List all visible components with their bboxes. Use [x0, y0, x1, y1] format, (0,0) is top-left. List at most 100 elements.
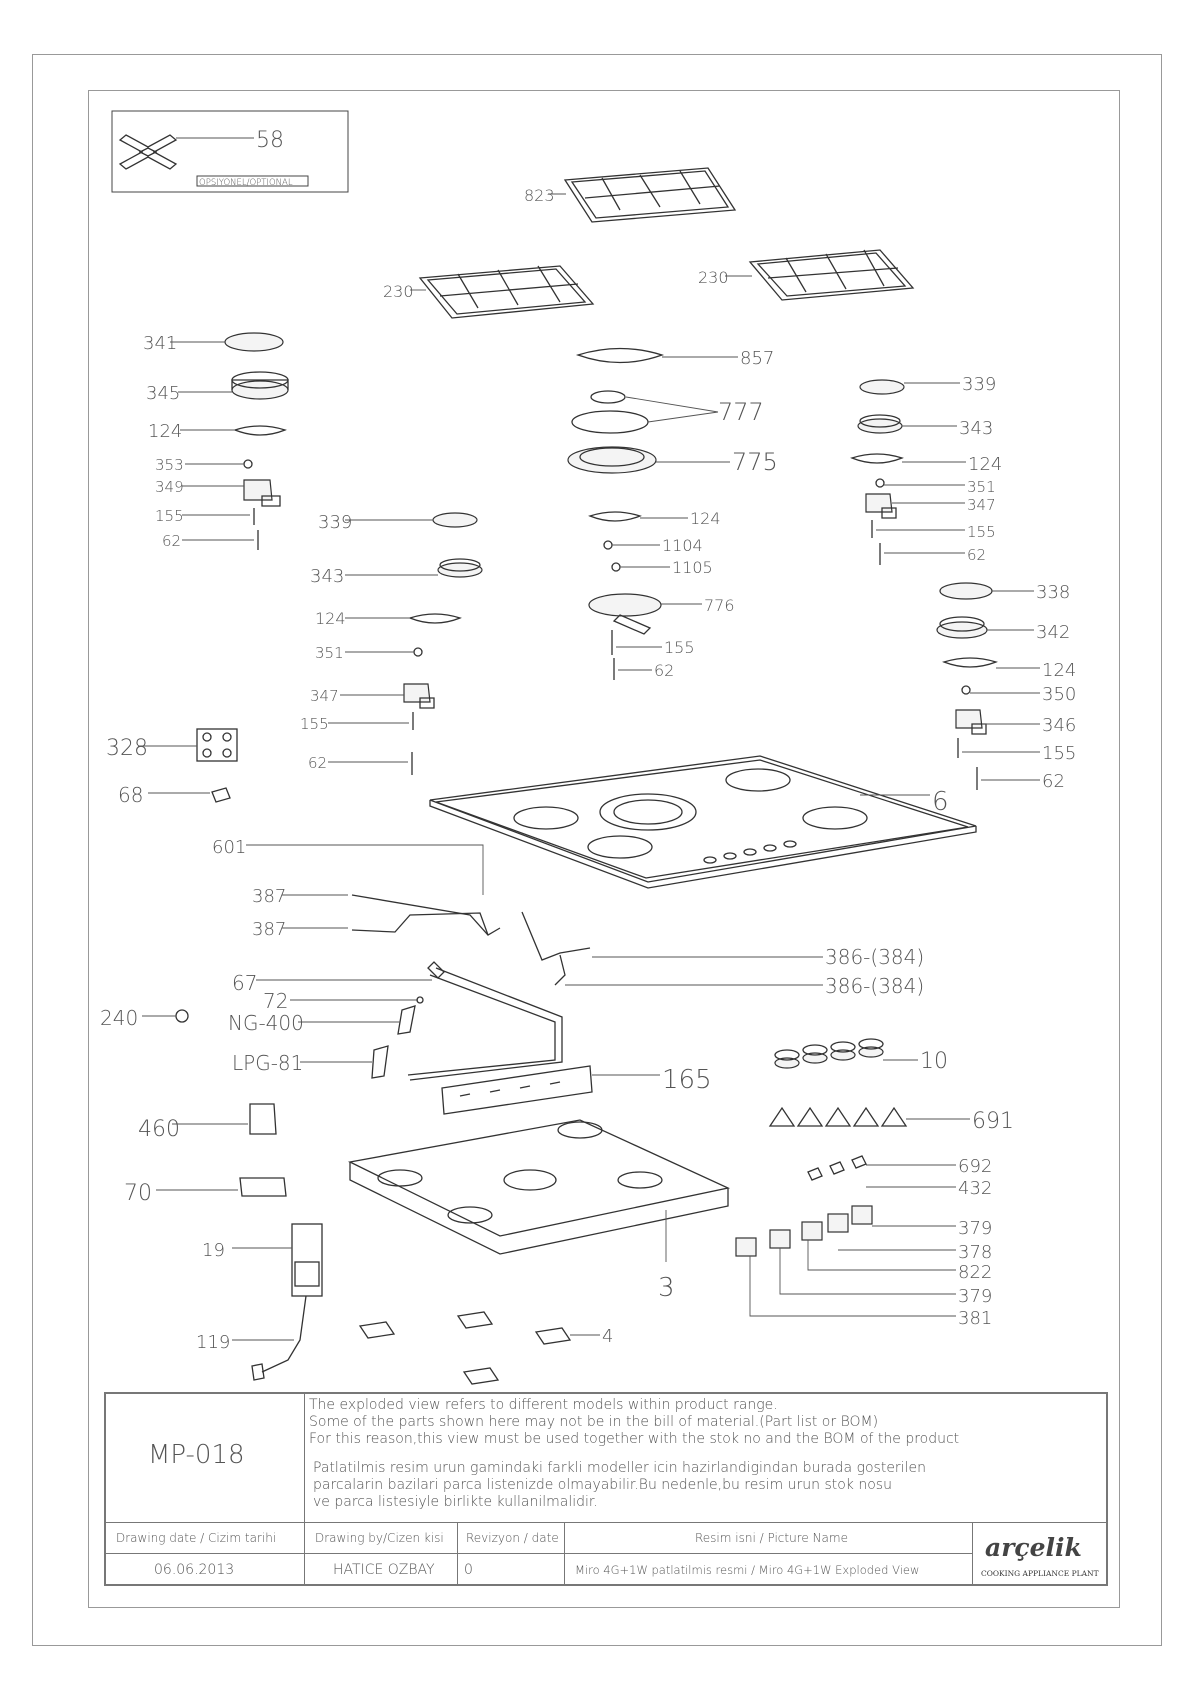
label-230-left: 230 — [383, 282, 414, 301]
label-777: 777 — [718, 398, 764, 426]
label-4: 4 — [602, 1326, 613, 1347]
note-en-1: The exploded view refers to different mo… — [309, 1397, 778, 1413]
optional-caption: OPSIYONEL/OPTIONAL — [199, 178, 293, 188]
label-343-a: 343 — [310, 566, 344, 587]
label-124-b: 124 — [690, 509, 721, 528]
part-68: 68 — [118, 783, 231, 807]
burner-stack-right-bottom: 338 342 124 350 346 155 62 — [936, 582, 1076, 792]
label-339-a: 339 — [318, 512, 352, 533]
code-cell: MP-018 — [105, 1393, 305, 1523]
label-328: 328 — [106, 736, 148, 761]
label-155-e: 155 — [1042, 743, 1076, 764]
drawing-code: MP-018 — [148, 1440, 245, 1470]
base-tray-3: 3 — [347, 1119, 731, 1303]
part-58-cross — [118, 134, 178, 170]
gas-pipes: 601 387 387 386-(384) 386-(384) — [212, 837, 924, 998]
label-10: 10 — [920, 1049, 948, 1074]
label-775: 775 — [732, 448, 778, 476]
burner-stack-right-top: 339 343 124 351 347 155 62 — [850, 374, 1002, 565]
cooktop-glass-6: 6 — [429, 755, 977, 889]
label-351-b: 351 — [967, 478, 996, 496]
name-header-cell: Resim isni / Picture Name — [564, 1522, 973, 1554]
label-NG-400: NG-400 — [228, 1011, 304, 1035]
label-LPG-81: LPG-81 — [232, 1051, 303, 1075]
label-386-a: 386-(384) — [825, 945, 924, 969]
note-tr-3: ve parca listesiyle birlikte kullanilmal… — [313, 1494, 598, 1510]
label-691: 691 — [972, 1109, 1014, 1134]
label-155-b: 155 — [664, 638, 695, 657]
brand-cell: arçelik COOKING APPLIANCE PLANT — [972, 1522, 1107, 1585]
burner-stack-center: 857 777 775 124 1104 1105 776 155 62 — [567, 347, 778, 680]
label-230-right: 230 — [698, 268, 729, 287]
rev-header-cell: Revizyon / date — [457, 1522, 565, 1554]
label-155-c: 155 — [300, 715, 329, 733]
by-value-cell: HATICE OZBAY — [304, 1553, 458, 1585]
label-347-a: 347 — [310, 687, 339, 705]
inner-frame — [88, 90, 1120, 1608]
label-6: 6 — [932, 787, 949, 817]
by-header: Drawing by/Cizen kisi — [315, 1531, 444, 1545]
label-124-c: 124 — [315, 609, 346, 628]
grate-230-left: 230 — [383, 265, 595, 319]
label-124-d: 124 — [968, 454, 1002, 475]
label-347-b: 347 — [967, 496, 996, 514]
date-value-cell: 06.06.2013 — [105, 1553, 305, 1585]
label-350: 350 — [1042, 684, 1076, 705]
note-en-2: Some of the parts shown here may not be … — [309, 1414, 879, 1430]
brackets-4: 4 — [358, 1311, 613, 1385]
label-386-b: 386-(384) — [825, 974, 924, 998]
label-379-b: 379 — [958, 1286, 992, 1307]
label-1104: 1104 — [662, 536, 703, 555]
burner-stack-left: 341 345 124 353 349 155 62 — [143, 332, 289, 550]
part-460: 460 — [138, 1103, 277, 1142]
brand-logo: arçelik — [985, 1533, 1082, 1562]
name-value: Miro 4G+1W patlatilmis resmi / Miro 4G+1… — [575, 1563, 920, 1577]
label-124-a: 124 — [148, 421, 182, 442]
label-776: 776 — [704, 596, 735, 615]
knobs-10: 10 — [774, 1038, 948, 1074]
label-62-e: 62 — [1042, 771, 1065, 792]
label-823: 823 — [524, 186, 555, 205]
label-62-c: 62 — [308, 754, 327, 772]
by-value: HATICE OZBAY — [333, 1562, 435, 1578]
rail-165: 165 — [441, 1065, 712, 1115]
label-346: 346 — [1042, 715, 1076, 736]
label-1105: 1105 — [672, 558, 713, 577]
rev-value: 0 — [464, 1562, 473, 1578]
label-68: 68 — [118, 783, 143, 807]
label-341: 341 — [143, 333, 177, 354]
label-240: 240 — [100, 1006, 138, 1030]
rev-value-cell: 0 — [457, 1553, 565, 1585]
label-19: 19 — [202, 1240, 225, 1261]
label-343-b: 343 — [959, 418, 993, 439]
label-381: 381 — [958, 1308, 992, 1329]
label-62-b: 62 — [654, 661, 674, 680]
label-379-a: 379 — [958, 1218, 992, 1239]
label-387-b: 387 — [252, 919, 286, 940]
label-432: 432 — [958, 1178, 992, 1199]
label-119: 119 — [196, 1332, 230, 1353]
label-378: 378 — [958, 1242, 992, 1263]
outer-frame — [32, 54, 1162, 1646]
part-328-plate: 328 — [106, 728, 238, 762]
part-70: 70 — [124, 1177, 287, 1206]
optional-box: 58 OPSIYONEL/OPTIONAL — [111, 110, 349, 193]
name-value-cell: Miro 4G+1W patlatilmis resmi / Miro 4G+1… — [564, 1553, 973, 1585]
label-165: 165 — [662, 1065, 712, 1095]
label-339-b: 339 — [962, 374, 996, 395]
grate-230-right: 230 — [698, 249, 915, 301]
grate-823: 823 — [524, 167, 737, 223]
date-value: 06.06.2013 — [154, 1562, 235, 1578]
brand-subtitle: COOKING APPLIANCE PLANT — [981, 1569, 1099, 1578]
label-155-d: 155 — [967, 523, 996, 541]
label-353: 353 — [155, 456, 184, 474]
label-155-a: 155 — [155, 507, 184, 525]
label-67: 67 — [232, 971, 257, 995]
valves: 692 432 379 378 822 379 381 — [735, 1155, 992, 1329]
gas-manifold: 67 72 NG-400 LPG-81 240 — [100, 961, 563, 1081]
label-692: 692 — [958, 1156, 992, 1177]
seals-691: 691 — [768, 1106, 1014, 1134]
label-345: 345 — [146, 383, 180, 404]
title-block: MP-018 The exploded view refers to diffe… — [104, 1392, 1108, 1586]
